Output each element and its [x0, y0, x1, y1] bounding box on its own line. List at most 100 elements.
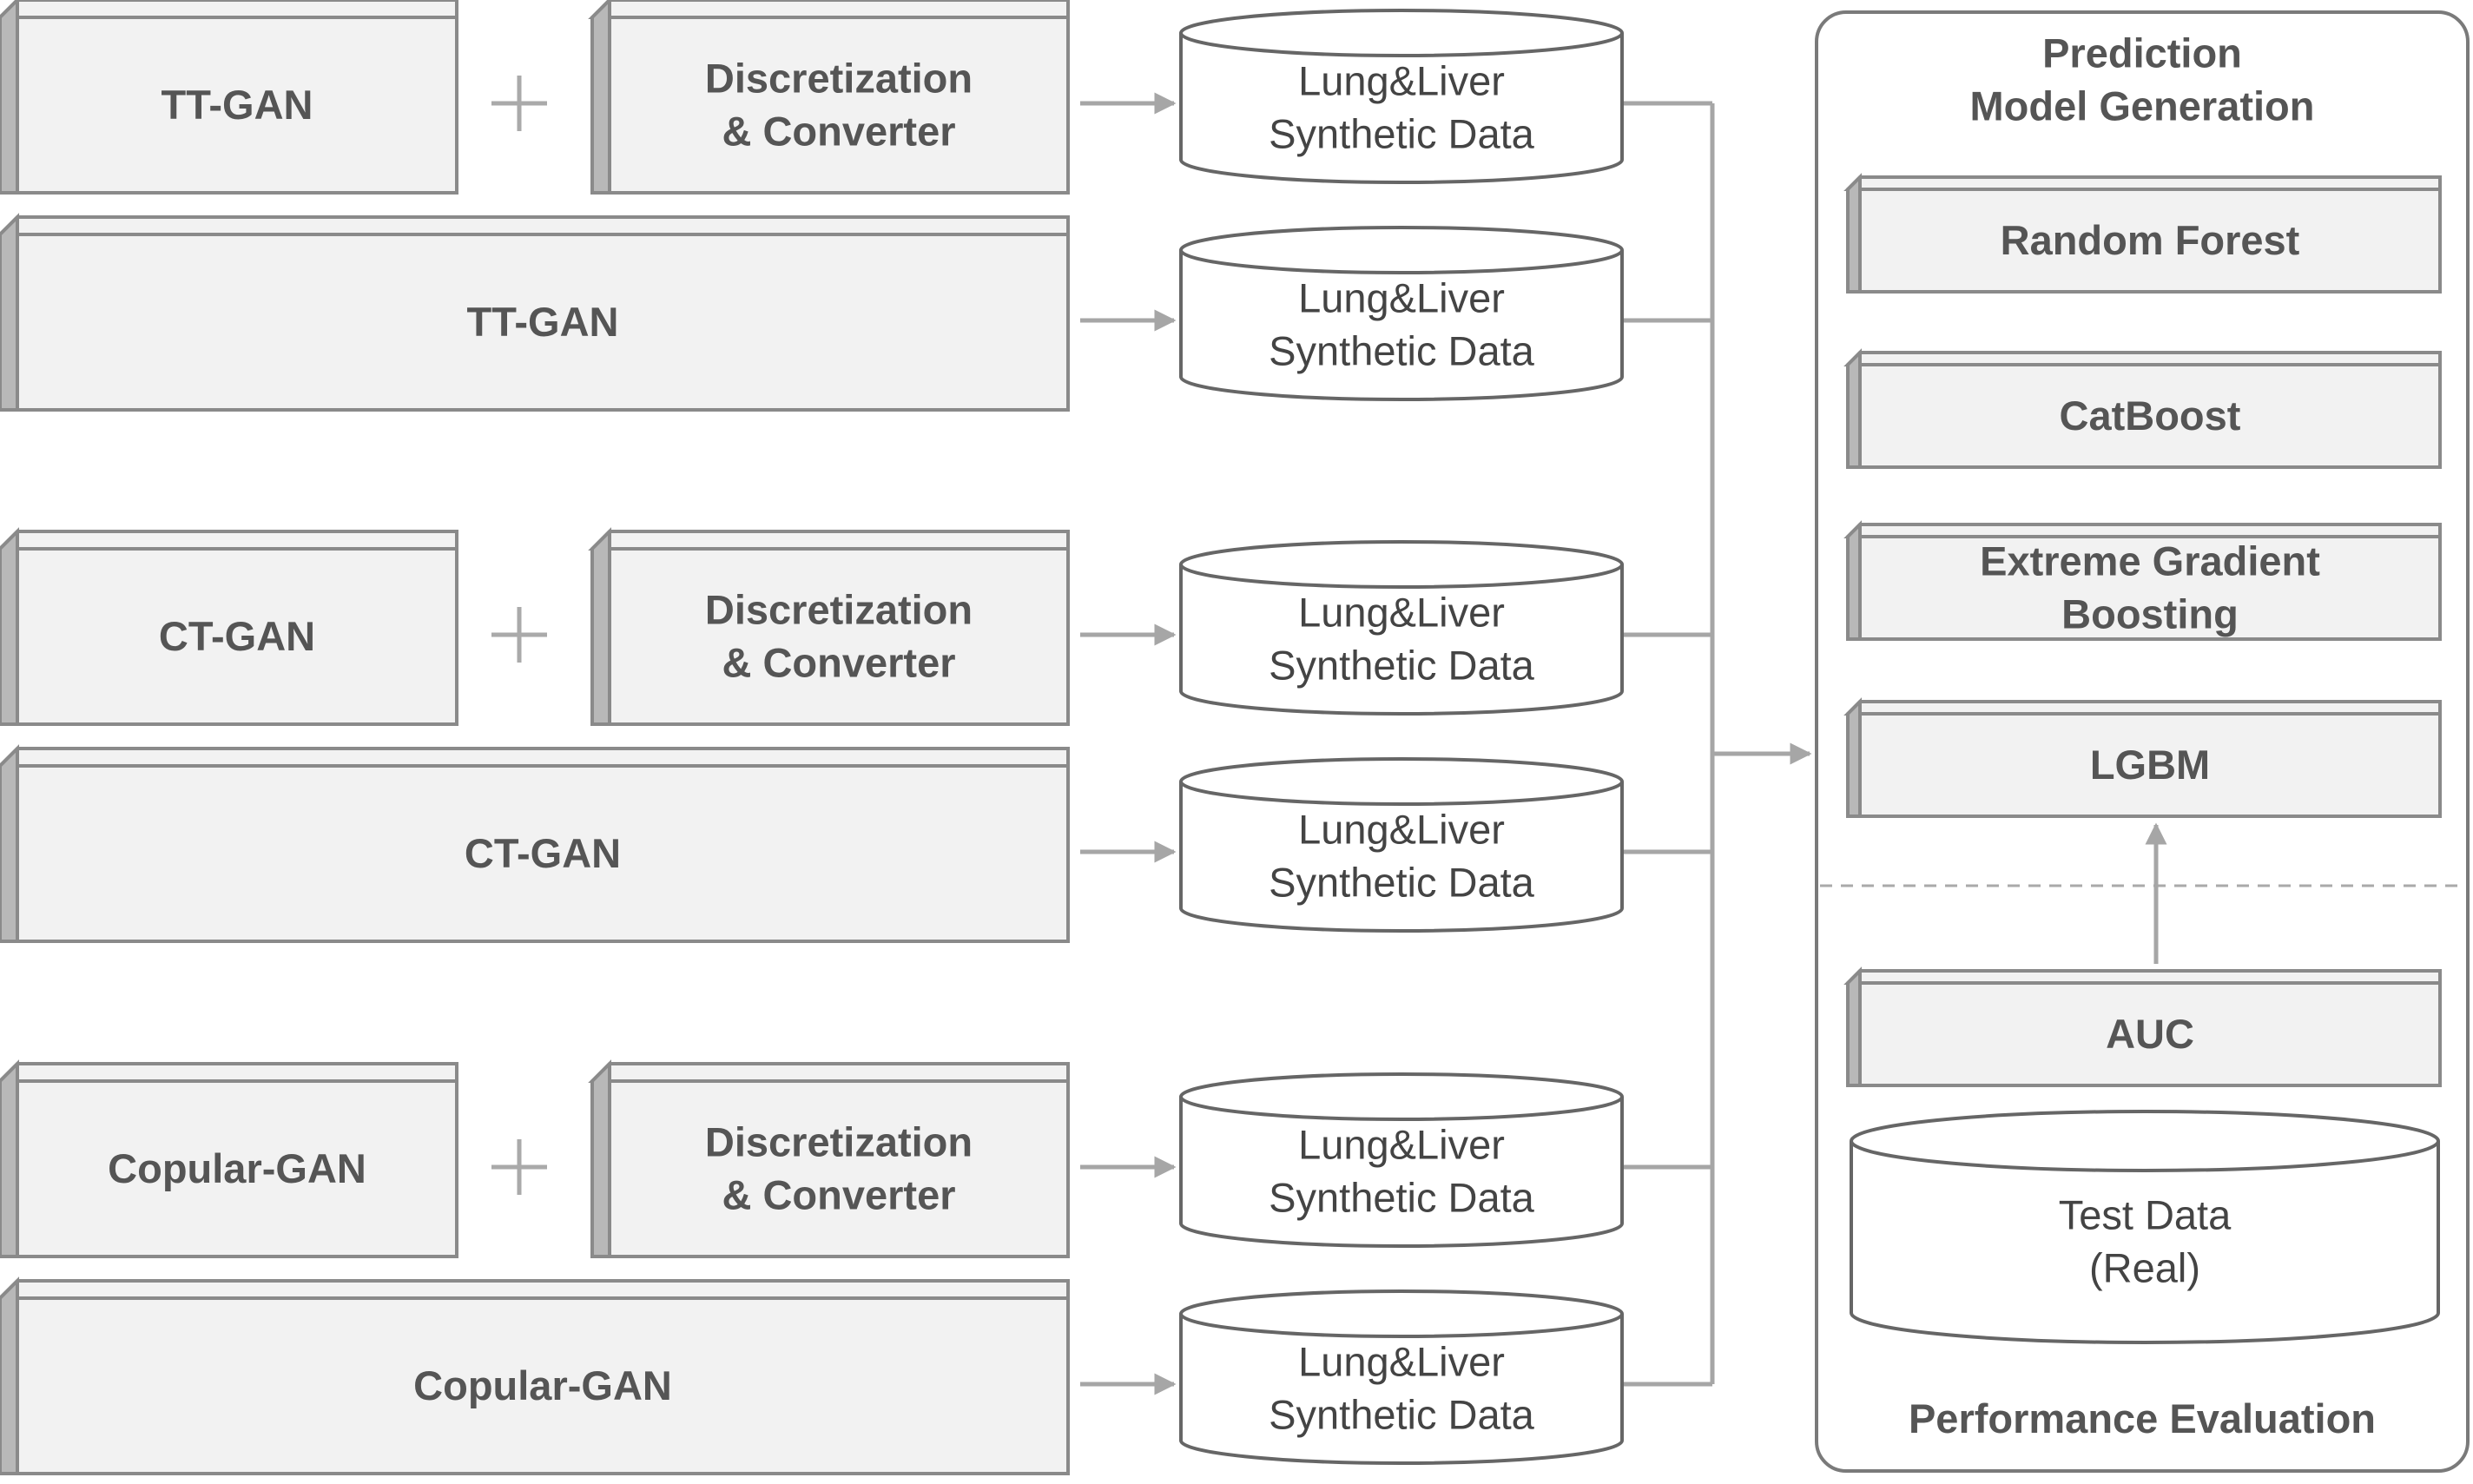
generator-box-4-top-bevel [0, 747, 1070, 768]
metric-box-label: AUC [2106, 1011, 2194, 1057]
model-box-4-top-bevel [1843, 700, 2442, 716]
generator-box-1-top-bevel [0, 0, 458, 19]
converter-box-3-label: Discretization& Converter [705, 587, 973, 686]
synthetic-data-6-body [1179, 1314, 1624, 1465]
plus-sign-1 [491, 76, 547, 131]
synthetic-data-1-body [1179, 33, 1624, 184]
model-box-4: LGBM [1843, 697, 2442, 818]
generator-box-2-face [16, 233, 1070, 412]
generator-box-4: CT-GAN [0, 744, 1070, 943]
synthetic-data-4-body [1179, 782, 1624, 933]
row-3: CT-GAN Discretization& Converter Lung&Live… [0, 527, 1624, 726]
converter-box-3: Discretization& Converter [588, 527, 1070, 726]
model-box-2-label: CatBoost [2060, 392, 2241, 439]
generator-box-5-side [0, 1059, 19, 1258]
test-data-body [1850, 1141, 2440, 1344]
generator-box-6-side [0, 1276, 19, 1475]
generator-box-3-face [16, 547, 458, 726]
generator-box-2: TT-GAN [0, 213, 1070, 412]
model-box-1-top-bevel [1843, 175, 2442, 191]
synthetic-data-4-top [1179, 757, 1624, 806]
plus-sign-5 [491, 1139, 547, 1195]
generator-box-4-side [0, 744, 19, 943]
synthetic-data-5-body [1179, 1097, 1624, 1248]
synthetic-data-3-body [1179, 564, 1624, 716]
generator-box-4-face [16, 764, 1070, 943]
model-box-1-label: Random Forest [2001, 217, 2300, 263]
synthetic-data-2-top [1179, 226, 1624, 274]
model-box-2-side [1846, 348, 1862, 469]
metric-box: AUC [1843, 966, 2442, 1087]
row-5: Copular-GAN Discretization& Converter Lung… [0, 1059, 1624, 1258]
generator-box-1-label: TT-GAN [162, 82, 313, 128]
generator-box-1-face [16, 16, 458, 195]
plus-sign-3 [491, 607, 547, 663]
converter-box-5-top-bevel [588, 1062, 1070, 1083]
generator-box-1: TT-GAN [0, 0, 458, 195]
generator-box-1-side [0, 0, 19, 195]
generator-box-5-face [16, 1079, 458, 1258]
model-box-2: CatBoost [1843, 348, 2442, 469]
converter-box-5-face [608, 1079, 1070, 1258]
converter-box-3-side [590, 527, 611, 726]
generator-box-3-side [0, 527, 19, 726]
model-box-2-face [1858, 363, 2442, 469]
generator-box-3-label: CT-GAN [159, 613, 315, 659]
synthetic-data-6-top [1179, 1289, 1624, 1338]
generator-box-6-label: Copular-GAN [413, 1362, 672, 1408]
model-box-3-face [1858, 535, 2442, 641]
generator-box-2-top-bevel [0, 215, 1070, 236]
metric-box-side [1846, 966, 1862, 1087]
test-data: Test Data(Real) [1850, 1110, 2440, 1344]
converter-box-1-label: Discretization& Converter [705, 56, 973, 155]
converter-box-3-top-bevel [588, 530, 1070, 551]
generator-box-4-label: CT-GAN [465, 830, 621, 876]
metric-box-top-bevel [1843, 969, 2442, 985]
model-box-1-face [1858, 188, 2442, 294]
test-data-label: Test Data(Real) [2059, 1192, 2232, 1291]
test-data-top [1850, 1110, 2440, 1172]
generator-box-6-top-bevel [0, 1279, 1070, 1300]
row-1: TT-GAN Discretization& Converter Lung&Live… [0, 0, 1624, 195]
synthetic-data-3-top [1179, 540, 1624, 589]
generator-box-5-top-bevel [0, 1062, 458, 1083]
converter-box-5-label: Discretization& Converter [705, 1119, 973, 1218]
synthetic-data-1-top [1179, 9, 1624, 57]
converter-box-1-side [590, 0, 611, 195]
generator-box-6-face [16, 1296, 1070, 1475]
model-box-4-label: LGBM [2090, 742, 2210, 788]
metric-box-face [1858, 981, 2442, 1087]
generator-box-3: CT-GAN [0, 527, 458, 726]
converter-box-5: Discretization& Converter [588, 1059, 1070, 1258]
generator-box-3-top-bevel [0, 530, 458, 551]
converter-box-1-face [608, 16, 1070, 195]
converter-box-1-top-bevel [588, 0, 1070, 19]
model-box-2-top-bevel [1843, 351, 2442, 366]
model-box-1-side [1846, 173, 1862, 294]
model-box-1: Random Forest [1843, 173, 2442, 294]
synthetic-data-5-top [1179, 1072, 1624, 1121]
generator-box-5: Copular-GAN [0, 1059, 458, 1258]
converter-box-1: Discretization& Converter [588, 0, 1070, 195]
converter-box-3-face [608, 547, 1070, 726]
